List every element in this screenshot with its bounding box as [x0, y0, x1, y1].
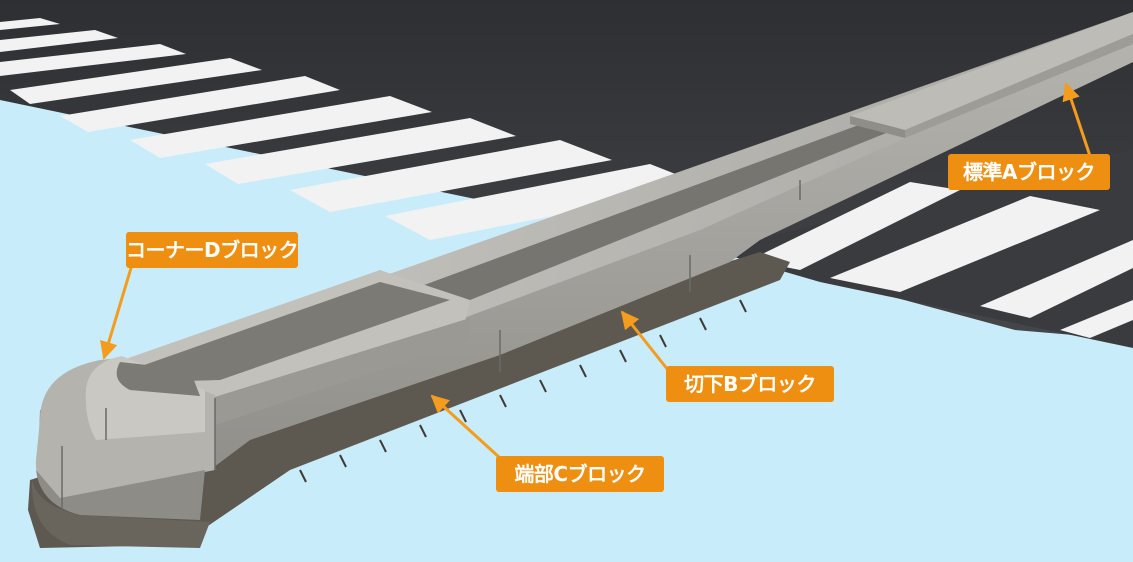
corner-d-block: [35, 356, 216, 520]
foundation-gravel: [28, 252, 790, 548]
block-joints: [499, 180, 801, 372]
stone-base: [31, 480, 211, 548]
arrow-b: [620, 310, 670, 371]
callout-end-c-block: 端部Cブロック: [496, 456, 664, 492]
callout-corner-d-block: コーナーDブロック: [126, 232, 299, 268]
crosswalk-lower: [750, 182, 1133, 338]
crosswalk-upper: [0, 18, 706, 240]
callout-arrows: [100, 82, 1092, 460]
callout-cut-down-b-block: 切下Bブロック: [666, 366, 834, 402]
foundation-texture: [299, 299, 747, 483]
arrow-a: [1062, 82, 1092, 157]
callout-standard-a-block: 標準Aブロック: [948, 154, 1110, 190]
standard-a-block: [850, 12, 1133, 138]
arrow-d: [100, 257, 136, 360]
arrow-c: [430, 394, 502, 460]
